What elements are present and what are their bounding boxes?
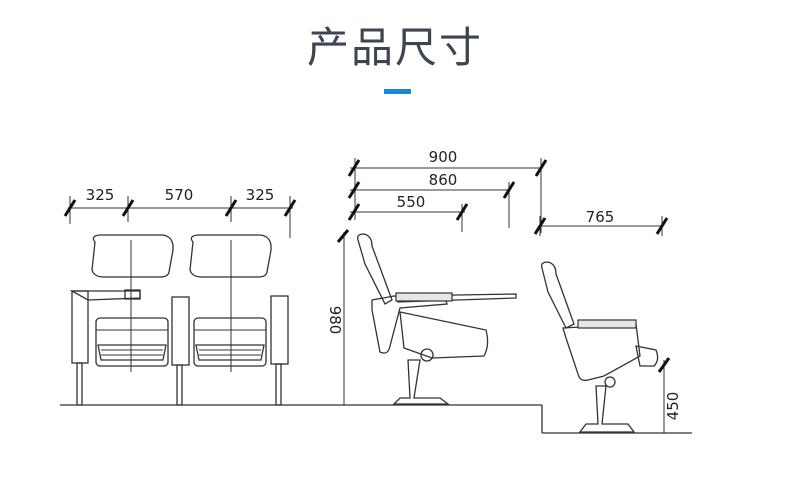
folded-dim-depth: 765 bbox=[586, 208, 615, 226]
page-title: 产品尺寸 bbox=[306, 23, 483, 72]
side-dim-overall: 900 bbox=[429, 148, 458, 166]
side-dim-seat: 550 bbox=[397, 193, 426, 211]
folded-dim-seat-height: 450 bbox=[664, 392, 682, 421]
front-view: 325 570 325 bbox=[63, 186, 297, 406]
front-dim-center: 570 bbox=[165, 186, 194, 204]
front-dim-left: 325 bbox=[86, 186, 115, 204]
side-dim-height: 980 bbox=[326, 306, 344, 335]
side-dim-tablet: 860 bbox=[429, 171, 458, 189]
title-underline bbox=[384, 89, 411, 94]
folded-view: 765 450 bbox=[533, 208, 682, 433]
side-view: 900 860 550 980 bbox=[326, 148, 548, 405]
front-dim-right: 325 bbox=[246, 186, 275, 204]
